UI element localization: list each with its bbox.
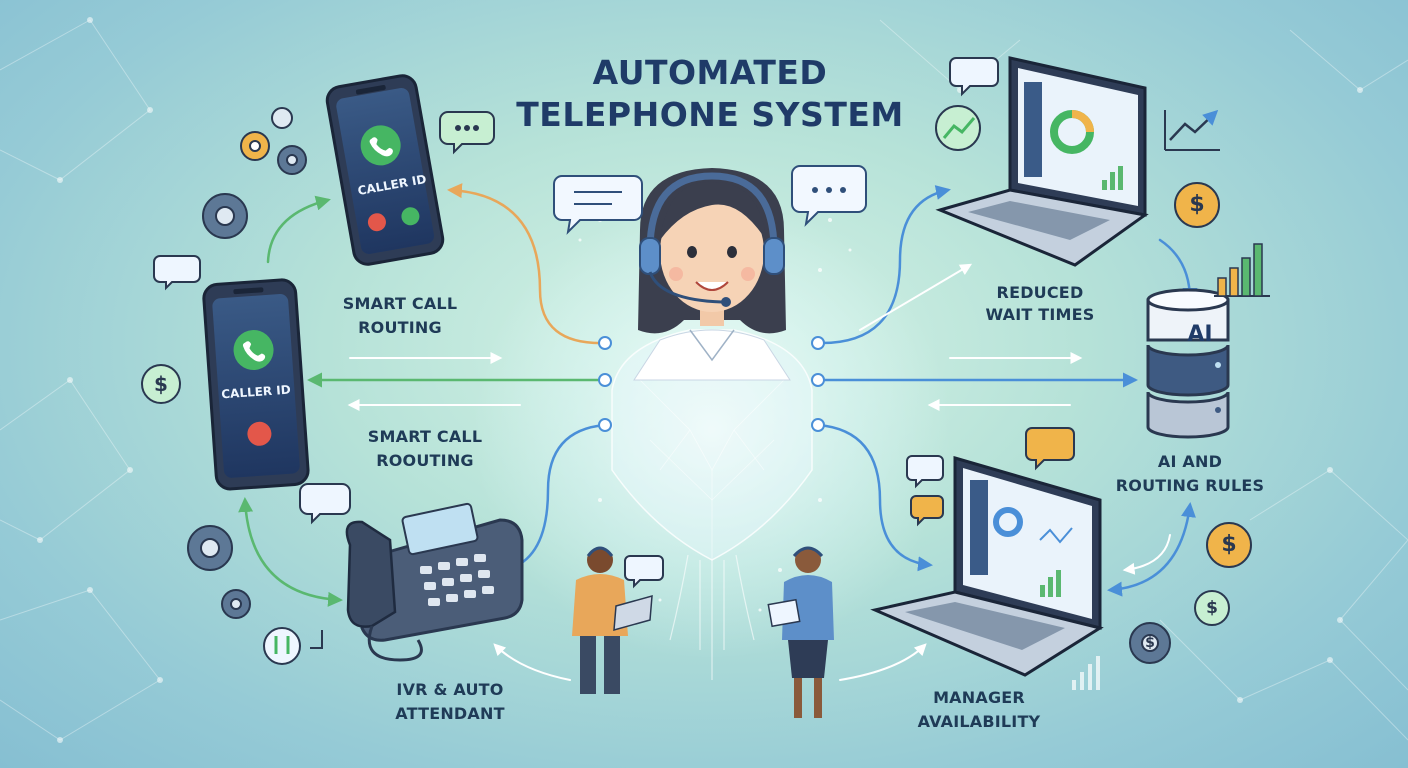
person-icon (572, 546, 653, 694)
label-smart-call-routing-top: SMART CALL ROUTING (342, 294, 458, 337)
hologram-body (611, 329, 813, 561)
smartphone-left (202, 278, 310, 491)
arrow-phone-to-top-phone (266, 195, 331, 264)
gear-icon (187, 107, 1171, 664)
decline-call-icon (367, 213, 386, 232)
accept-call-icon (401, 207, 420, 226)
arrow-db-to-laptop-2 (1122, 534, 1171, 575)
label-ivr-auto-attendant: IVR & AUTO ATTENDANT (395, 680, 505, 723)
decline-call-icon (247, 421, 272, 446)
database-icon (1146, 288, 1230, 439)
bar-chart-icon (1072, 243, 1270, 690)
label-ai-routing-rules: AI AND ROUTING RULES (1115, 452, 1265, 495)
arrow-agent-to-laptop-top (816, 185, 951, 345)
title-line-1: AUTOMATED (592, 53, 828, 92)
arrow-agent-to-deskphone (502, 423, 607, 575)
connection-arrows (238, 183, 1198, 681)
page-title: AUTOMATED TELEPHONE SYSTEM (450, 52, 970, 136)
database-label: AI (1187, 322, 1213, 347)
chat-bubble-icon (791, 165, 867, 227)
label-reduced-wait-times: REDUCED WAIT TIMES (985, 283, 1095, 324)
headset-icon (639, 172, 785, 307)
chat-bubble-icon (153, 57, 1075, 589)
trend-line-icon (935, 105, 1220, 151)
arrow-agent-to-laptop-bottom (816, 423, 933, 572)
gear-dollar-icon: $ (1145, 635, 1155, 651)
circuit-badge-icon (263, 627, 323, 665)
dollar-coin-icon: $ (1174, 182, 1220, 228)
label-smart-call-routing-bottom: SMART CALL ROOUTING (367, 427, 483, 470)
agent-person (633, 168, 791, 381)
smartphone-top (325, 74, 445, 266)
central-glow (472, 200, 952, 660)
arrow-bottom-to-manager (839, 643, 927, 681)
arrow-db-to-laptop (1107, 502, 1196, 597)
dollar-coin-icon: $ (141, 364, 181, 404)
background-nodes (37, 17, 1363, 743)
desk-phone-icon (345, 502, 524, 662)
phone-icon (360, 125, 401, 166)
chat-bubble-icon (553, 175, 643, 235)
dollar-coin-icon: $ (1194, 590, 1230, 626)
phone-icon (233, 330, 274, 371)
person-icon (767, 546, 834, 718)
laptop-icon (935, 56, 1149, 267)
laptop-icon (870, 456, 1104, 677)
connection-nodes (598, 336, 825, 432)
arrow-bottom-to-center (493, 643, 571, 681)
arrow-left-to-deskphone (238, 497, 343, 607)
data-stream-lines (669, 554, 755, 680)
label-manager-availability: MANAGER AVAILABILITY (917, 688, 1041, 731)
dollar-coin-icon: $ (1206, 522, 1252, 568)
arrow-reduced-wait (859, 263, 973, 331)
arrow-agent-to-caller-top (447, 183, 607, 345)
title-line-2: TELEPHONE SYSTEM (516, 95, 904, 134)
